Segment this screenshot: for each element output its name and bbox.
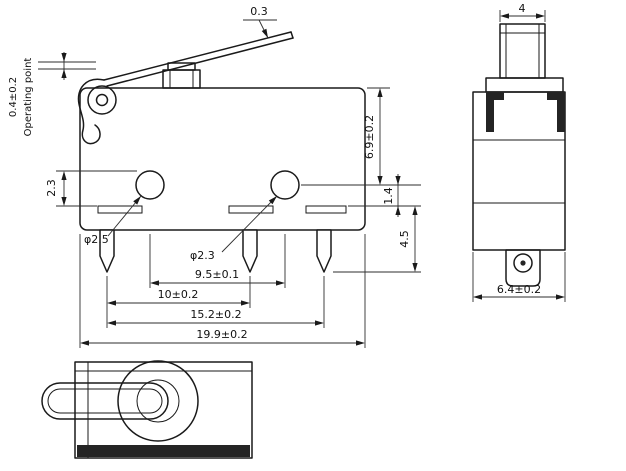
bottom-dark-band [77, 445, 250, 457]
dim-arrow [500, 13, 509, 19]
dim-arrow [412, 206, 418, 215]
dim-arrow [395, 176, 401, 185]
side-shoulder [485, 77, 564, 93]
dim-label-right-hole-dia: φ2.3 [190, 249, 215, 262]
leader-line [221, 195, 278, 253]
terminal-pin-right [316, 229, 332, 273]
dim-label-body-length: 19.9±0.2 [196, 328, 247, 341]
dim-label-operating-point: Operating point [23, 58, 34, 137]
bottom-view [41, 360, 253, 459]
front-view [77, 31, 366, 273]
hinge-pin-circle [95, 93, 109, 107]
dim-arrow [61, 197, 67, 206]
dim-arrow [241, 300, 250, 306]
terminal-pin-middle [242, 229, 258, 273]
dim-label-hole-spacing: 9.5±0.1 [195, 268, 239, 281]
right-mounting-hole [270, 170, 300, 200]
dim-label-side-width: 6.4±0.2 [497, 283, 541, 296]
side-terminal-hole-center [520, 260, 526, 266]
dim-arrow [556, 294, 565, 300]
side-view [472, 23, 566, 287]
side-terminal [505, 249, 541, 287]
side-view-dimensions: 4 6.4±0.2 [472, 2, 566, 302]
dim-arrow [107, 300, 116, 306]
lever-curl [77, 78, 105, 145]
dim-arrow [412, 263, 418, 272]
front-view-dimensions: 0.3 0.4±0.2 Operating point 2.3 6.9±0.2 … [8, 5, 421, 348]
plunger-base [162, 69, 201, 89]
dim-arrow [61, 69, 67, 78]
dim-label-plunger-width: 4 [519, 2, 526, 15]
terminal-slot [305, 205, 347, 214]
side-plunger [499, 23, 546, 79]
dim-arrow [395, 206, 401, 215]
terminal-pin-left [99, 229, 115, 273]
dim-label-terminal-length: 4.5 [398, 230, 411, 248]
side-terminal-hole [513, 253, 533, 273]
dim-label-terminal-pitch: 10±0.2 [158, 288, 199, 301]
side-clip-right [547, 92, 565, 132]
dim-label-terminal-span: 15.2±0.2 [190, 308, 241, 321]
lever-plan-inner [47, 388, 163, 414]
dim-arrow [377, 176, 383, 185]
dim-label-left-hole-dia: φ2.5 [84, 233, 109, 246]
left-mounting-hole [135, 170, 165, 200]
lever-tip [290, 31, 294, 39]
dim-label-operating-point-value: 0.4±0.2 [8, 77, 19, 117]
lever-top-edge [103, 31, 292, 81]
dim-arrow [377, 88, 383, 97]
dim-arrow [107, 320, 116, 326]
dim-label-lever-thickness: 0.3 [250, 5, 268, 18]
dim-arrow [356, 340, 365, 346]
dim-label-top-to-hole-axis: 6.9±0.2 [363, 115, 376, 159]
lever-bottom-edge [106, 37, 294, 87]
switch-body-outline [79, 87, 366, 231]
terminal-slot [97, 205, 143, 214]
dim-label-hole-to-slot: 2.3 [45, 179, 58, 197]
dim-arrow [80, 340, 89, 346]
terminal-slot [228, 205, 274, 214]
dim-label-axis-to-slot: 1.4 [382, 187, 395, 205]
dim-arrow [61, 53, 67, 62]
dim-arrow [315, 320, 324, 326]
dim-arrow [150, 280, 159, 286]
hinge-outer-circle [87, 85, 117, 115]
dim-arrow [61, 171, 67, 180]
side-clip-left [486, 92, 504, 132]
lever-plan-outline [41, 382, 169, 420]
roller-outer-circle [117, 360, 199, 442]
dim-arrow [473, 294, 482, 300]
dim-arrow [536, 13, 545, 19]
roller-inner-circle [136, 379, 180, 423]
dim-arrow [276, 280, 285, 286]
bottom-body-outline [74, 361, 253, 459]
